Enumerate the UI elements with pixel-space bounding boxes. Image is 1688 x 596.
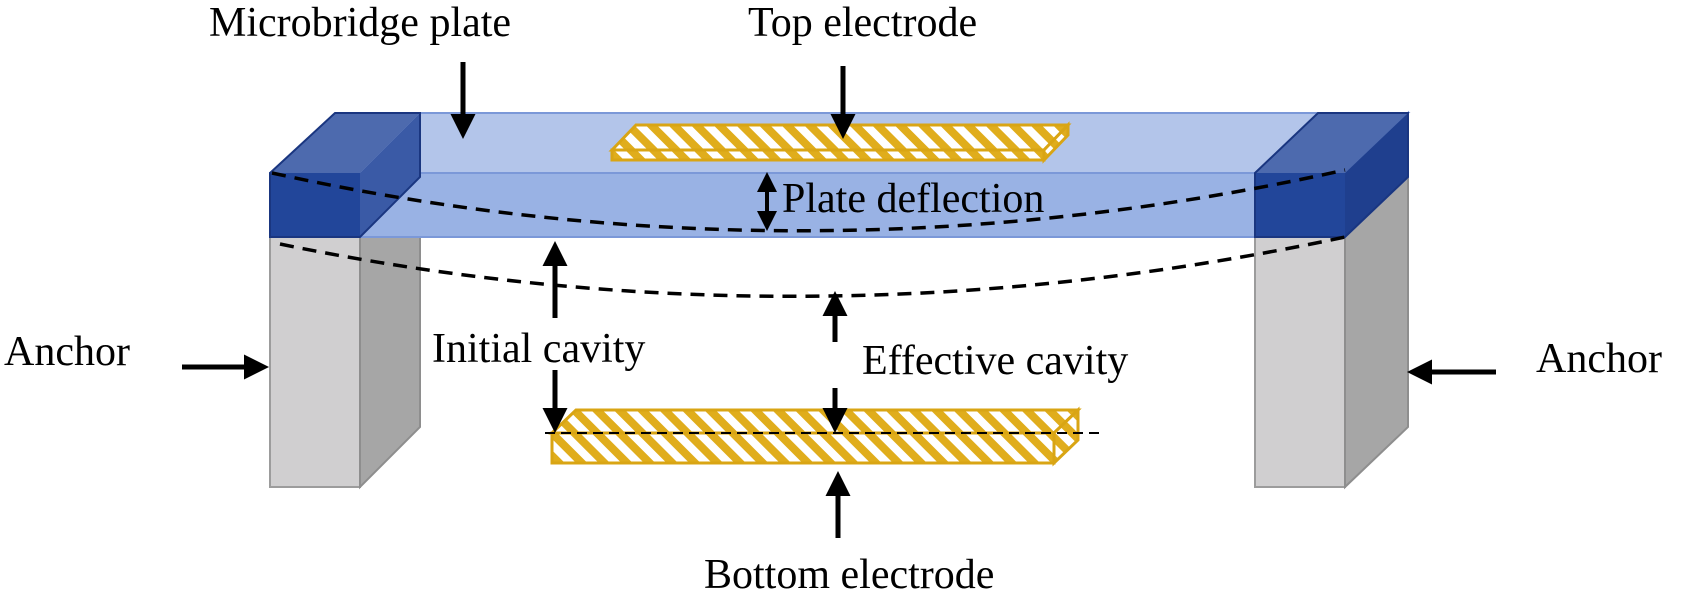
initial-cavity-label: Initial cavity [432,326,646,372]
plate-deflection-label: Plate deflection [782,176,1045,222]
bottom-electrode [548,406,1082,467]
effective-cavity-label: Effective cavity [862,338,1129,384]
anchor-top-left [269,112,421,238]
top-electrode [608,121,1072,164]
deflected-plate-top-curve [271,168,1346,233]
bottom-electrode-label: Bottom electrode [704,552,995,596]
anchor-right-label: Anchor [1536,336,1662,382]
deflected-plate-bottom-curve [279,235,1346,299]
anchor-left [269,174,421,490]
microbridge-plate-label: Microbridge plate [209,0,512,46]
anchor-left-label: Anchor [4,329,130,375]
anchor-top-right [1254,112,1409,238]
anchor-right [1254,174,1409,490]
top-electrode-label: Top electrode [748,0,978,46]
